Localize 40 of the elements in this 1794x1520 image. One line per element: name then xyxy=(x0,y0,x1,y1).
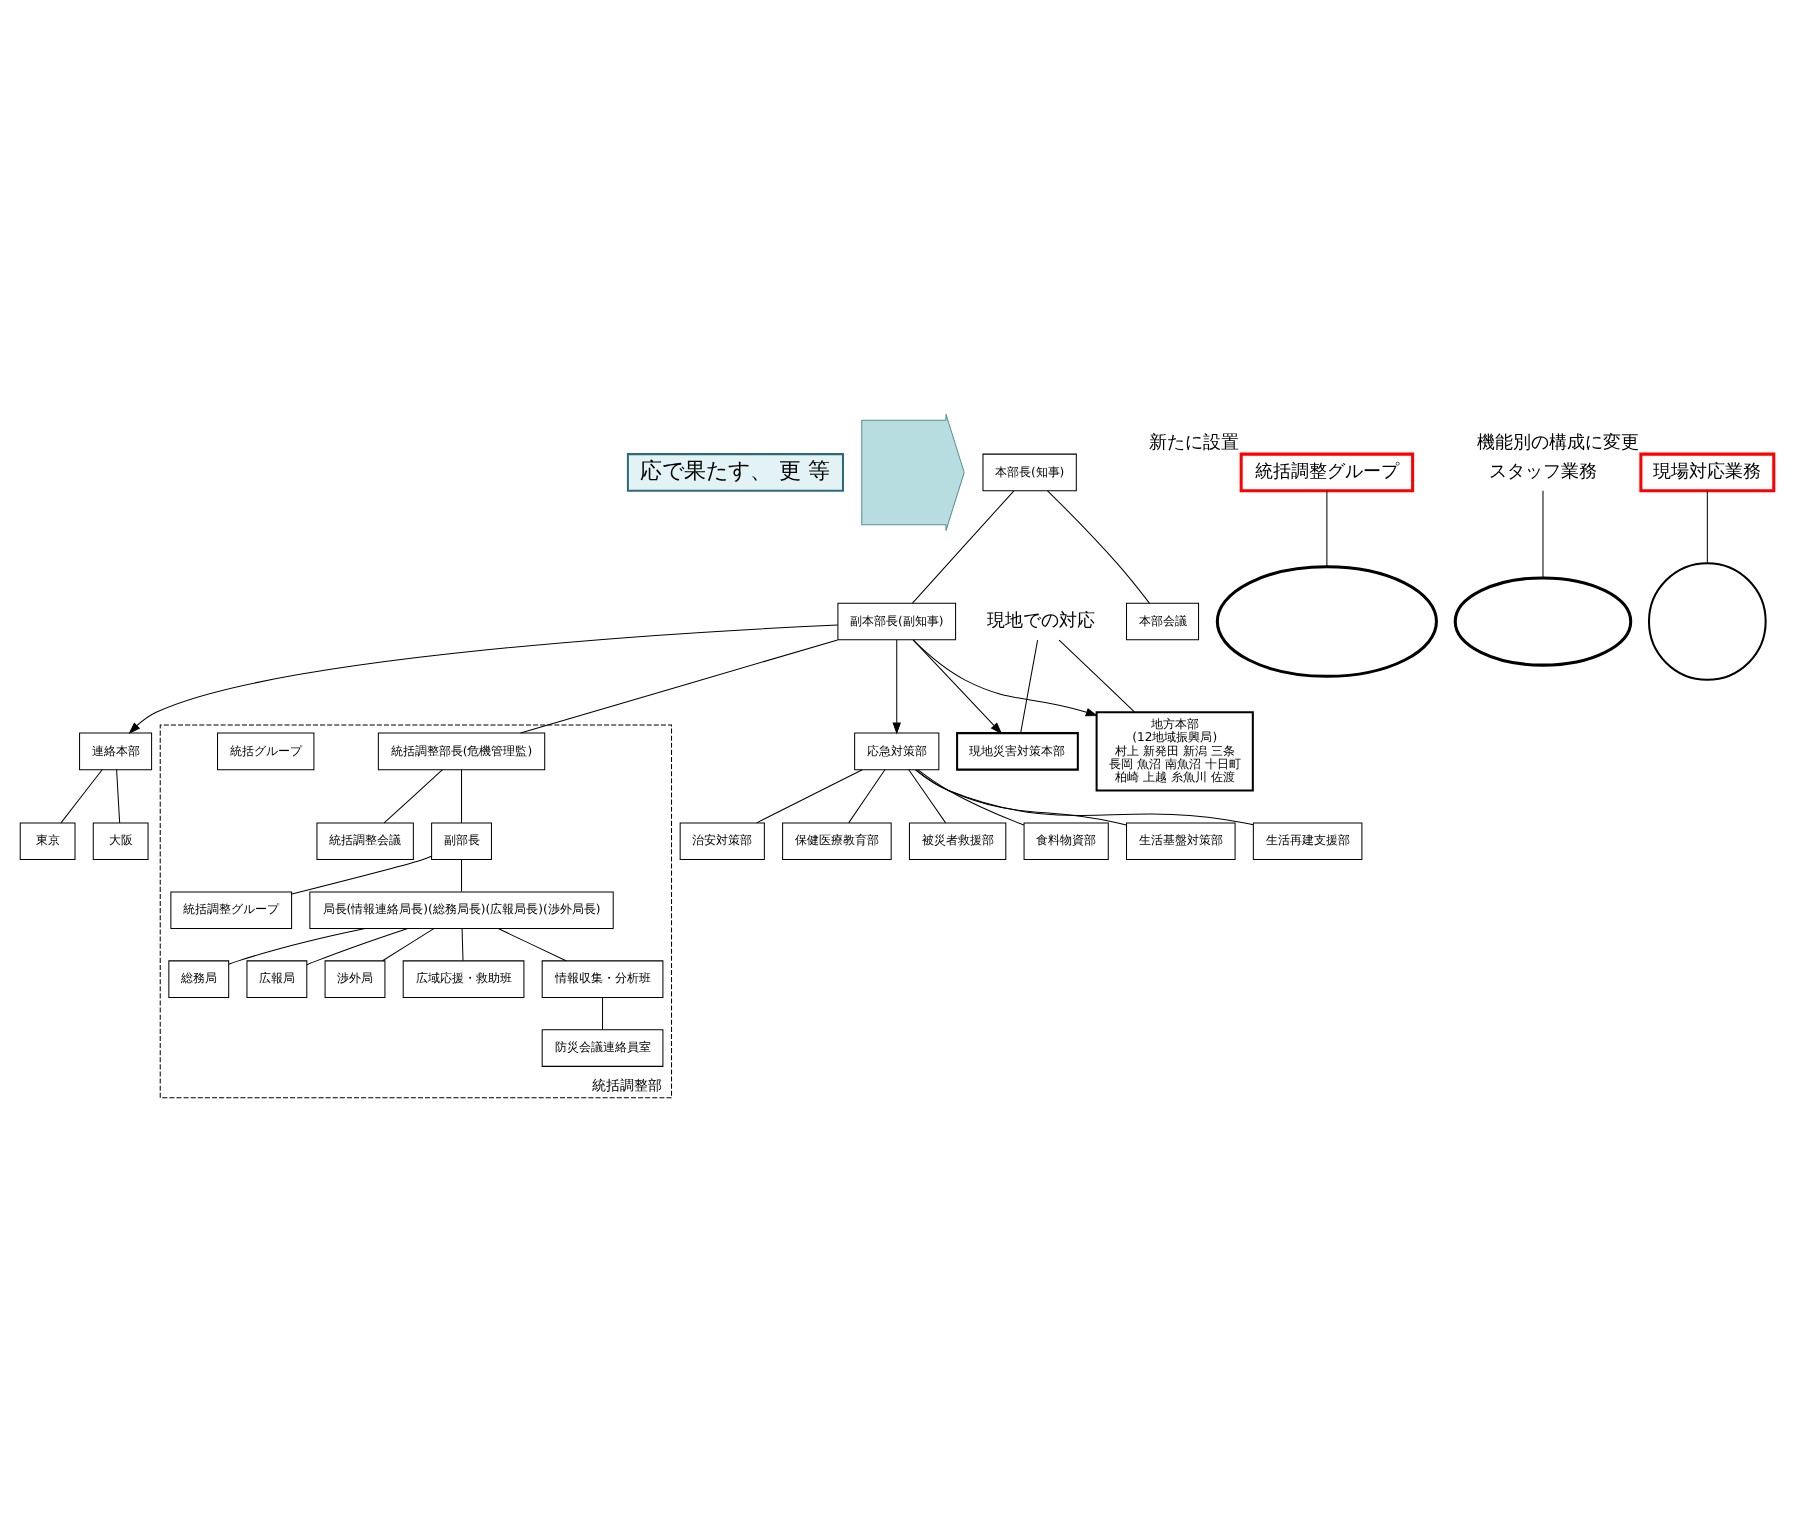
connector xyxy=(291,855,432,895)
connector xyxy=(306,927,409,966)
connector xyxy=(228,927,366,965)
connector xyxy=(461,928,464,961)
connector xyxy=(908,769,947,824)
node-circle xyxy=(1647,562,1767,681)
connector xyxy=(914,769,1254,826)
node-text: 現地での対応 xyxy=(986,611,1095,632)
connector xyxy=(602,997,604,1030)
arrow xyxy=(128,624,839,734)
connector xyxy=(461,769,463,824)
node-box: 統括調整グループ xyxy=(1239,452,1415,493)
connector xyxy=(497,928,567,962)
node-label: 機能別の構成に変更 xyxy=(1476,434,1639,455)
node-box: 応で果たす、 更 等 xyxy=(626,453,844,492)
connector xyxy=(1020,639,1039,734)
connector xyxy=(461,859,463,892)
connector xyxy=(382,928,435,962)
node-ellipse xyxy=(1215,565,1438,678)
connector xyxy=(520,639,839,734)
connector xyxy=(1542,490,1544,579)
connector xyxy=(60,769,103,824)
connector xyxy=(848,769,886,824)
connector xyxy=(116,769,121,824)
node-arrow xyxy=(861,413,965,532)
connector xyxy=(1047,490,1150,604)
connector xyxy=(383,769,443,824)
node-label: 新たに設置 xyxy=(1149,434,1240,455)
node-text: スタッフ業務 xyxy=(1488,462,1597,483)
connector xyxy=(1706,490,1708,564)
node-ellipse xyxy=(1453,576,1633,667)
connector xyxy=(1326,490,1328,568)
connector xyxy=(917,769,1025,826)
arrow xyxy=(912,639,1098,717)
connector xyxy=(1058,639,1136,713)
connector xyxy=(756,769,863,824)
connector xyxy=(915,769,1127,826)
arrow xyxy=(892,639,901,735)
connector xyxy=(912,490,1015,604)
node-box: 現場対応業務 xyxy=(1639,452,1776,493)
